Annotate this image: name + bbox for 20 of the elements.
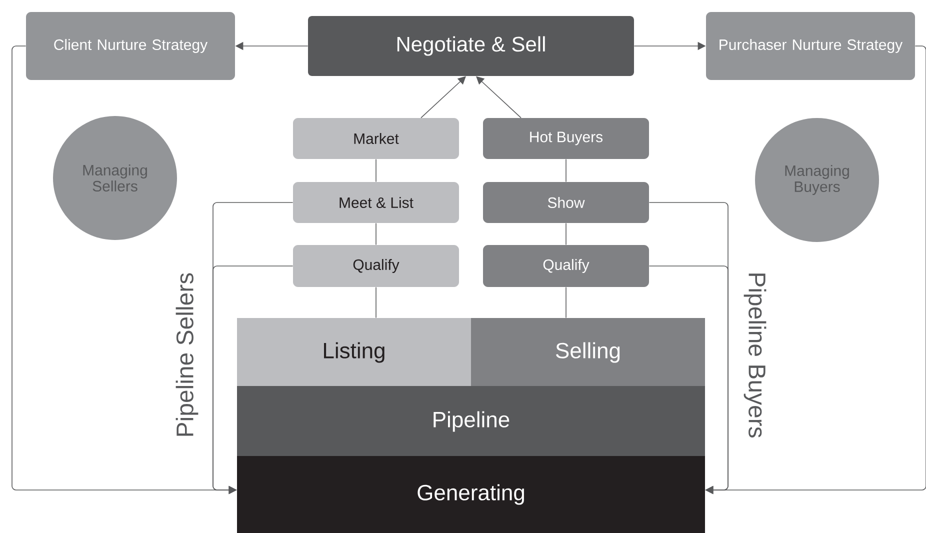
strategy-box: Purchaser Nurture Strategy (706, 12, 915, 80)
strategy-box: Client Nurture Strategy (26, 12, 235, 80)
circle-label: Managing Buyers (755, 118, 879, 242)
stack-band: Pipeline (237, 386, 705, 457)
process-box: Negotiate & Sell (308, 16, 634, 76)
side-label: Pipeline Buyers (744, 274, 766, 438)
stack-band: Selling (471, 318, 705, 387)
step-box: Market (293, 118, 459, 159)
step-box: Show (483, 182, 649, 223)
stack-band: Listing (237, 318, 471, 387)
stack-band: Generating (237, 456, 705, 533)
arrow (648, 266, 728, 494)
step-box: Qualify (483, 245, 649, 287)
side-label: Pipeline Sellers (176, 273, 198, 436)
arrow (420, 76, 466, 118)
step-box: Hot Buyers (483, 118, 649, 159)
circle-label: Managing Sellers (53, 116, 177, 240)
arrow (476, 76, 522, 118)
step-box: Qualify (293, 245, 459, 287)
step-box: Meet & List (293, 182, 459, 223)
